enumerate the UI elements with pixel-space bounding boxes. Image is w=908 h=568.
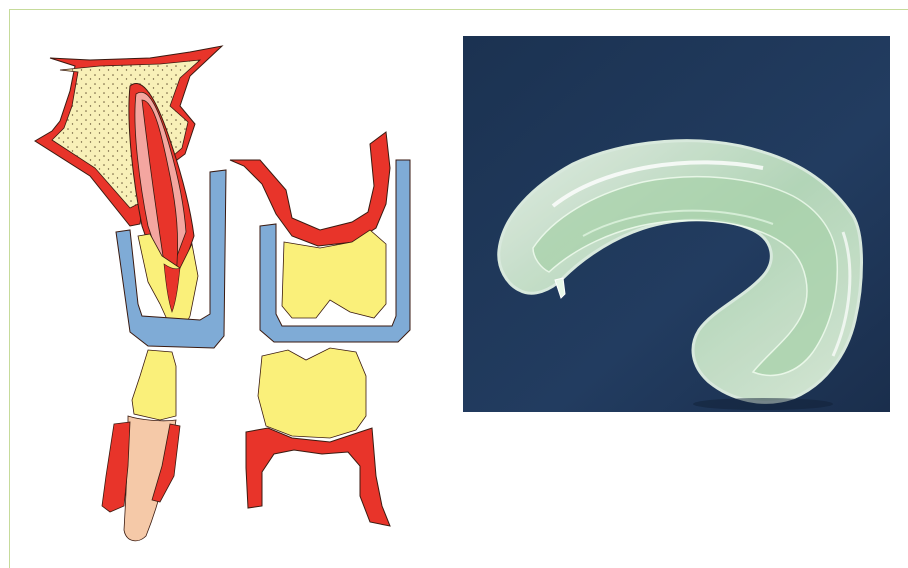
dental-diagram — [30, 36, 420, 551]
mouthguard-photo-svg — [463, 36, 890, 412]
lower-incisor-group — [102, 350, 180, 541]
lower-incisor-crown — [132, 350, 176, 420]
mouthguard-photo — [463, 36, 890, 412]
dental-diagram-svg — [30, 36, 420, 551]
lower-molar-group — [246, 348, 390, 526]
mouthguard-shadow — [693, 398, 833, 410]
lower-molar-crown — [258, 348, 366, 438]
upper-molar-group — [230, 132, 390, 318]
lower-right-gum — [246, 428, 390, 526]
upper-right-gum — [230, 132, 390, 246]
